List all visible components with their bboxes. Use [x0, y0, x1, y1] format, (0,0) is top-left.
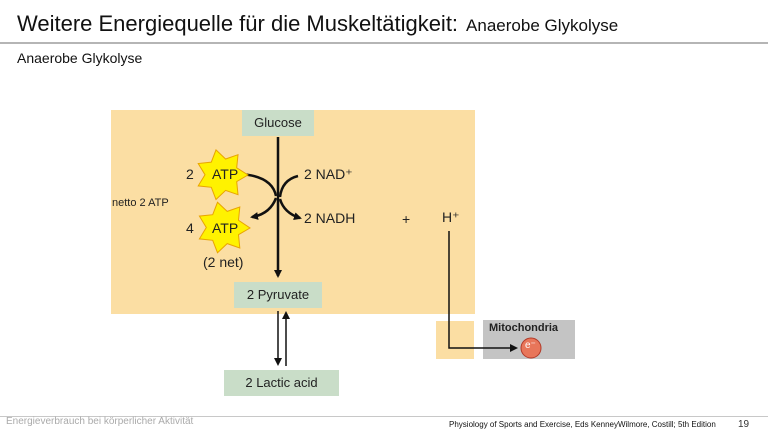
atp-input-curve [239, 172, 278, 197]
slide-title-main: Weitere Energiequelle für die Muskeltäti… [17, 11, 459, 36]
footer-topic: Energieverbrauch bei körperlicher Aktivi… [6, 416, 194, 427]
pyruvate-box: 2 Pyruvate [234, 282, 322, 308]
atp-output-curve [250, 197, 278, 220]
mitochondria-label: Mitochondria [489, 322, 559, 334]
netto-atp-label: netto 2 ATP [112, 197, 169, 209]
footer-divider [0, 416, 768, 417]
nad-label: 2 NAD⁺ [304, 166, 353, 182]
electron-icon [520, 337, 542, 359]
section-heading: Anaerobe Glykolyse [17, 50, 143, 66]
electron-label: e⁻ [525, 340, 536, 351]
lactic-acid-box: 2 Lactic acid [224, 370, 339, 396]
atp-input-count: 2 [186, 166, 194, 182]
nadh-label: 2 NADH [304, 210, 356, 226]
atp-burst-icon [198, 201, 251, 254]
atp-burst-icon [197, 149, 249, 201]
net-atp-note: (2 net) [203, 254, 244, 270]
glycolysis-panel [111, 110, 475, 314]
hydrogen-to-mitochondria-arrow [448, 231, 518, 352]
atp-output-count: 4 [186, 220, 194, 236]
slide-title: Weitere Energiequelle für die Muskeltäti… [17, 11, 618, 37]
plus-sign: + [402, 211, 411, 227]
slide-title-sub: Anaerobe Glykolyse [466, 16, 619, 35]
page-number: 19 [738, 419, 750, 430]
nad-input-curve [278, 174, 299, 198]
atp-input-label: ATP [212, 166, 239, 182]
glucose-box: Glucose [242, 110, 314, 136]
nadh-output-curve [278, 198, 302, 221]
atp-output-label: ATP [212, 220, 239, 236]
panel-extension [436, 321, 474, 359]
title-divider [0, 42, 768, 44]
hydrogen-ion-label: H⁺ [442, 209, 460, 225]
footer-reference: Physiology of Sports and Exercise, Eds K… [449, 420, 716, 429]
